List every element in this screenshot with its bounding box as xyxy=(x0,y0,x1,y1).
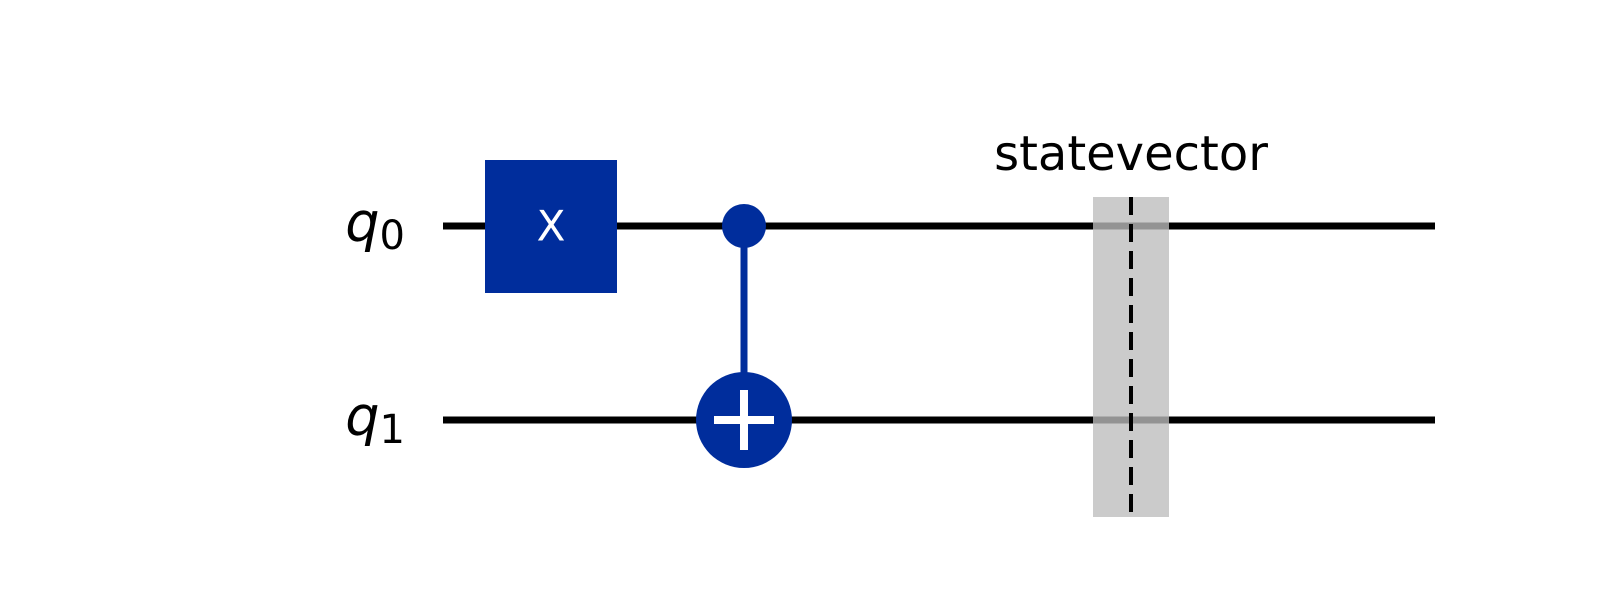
cnot-control-dot xyxy=(722,204,766,248)
barrier-label: statevector xyxy=(994,126,1268,182)
qubit-index-q0: 0 xyxy=(380,213,405,259)
qubit-name-q0: q xyxy=(345,191,379,254)
x-gate: X xyxy=(485,160,617,293)
cnot-gate xyxy=(696,204,792,468)
x-gate-box xyxy=(485,160,617,293)
qubit-label-q1: q1 xyxy=(345,385,405,453)
x-gate-label: X xyxy=(537,202,566,251)
qubit-label-q0: q0 xyxy=(345,191,405,259)
barrier-shade xyxy=(1093,197,1169,517)
qubit-index-q1: 1 xyxy=(380,407,405,453)
statevector-barrier: statevector xyxy=(994,126,1268,517)
qubit-name-q1: q xyxy=(345,385,379,448)
